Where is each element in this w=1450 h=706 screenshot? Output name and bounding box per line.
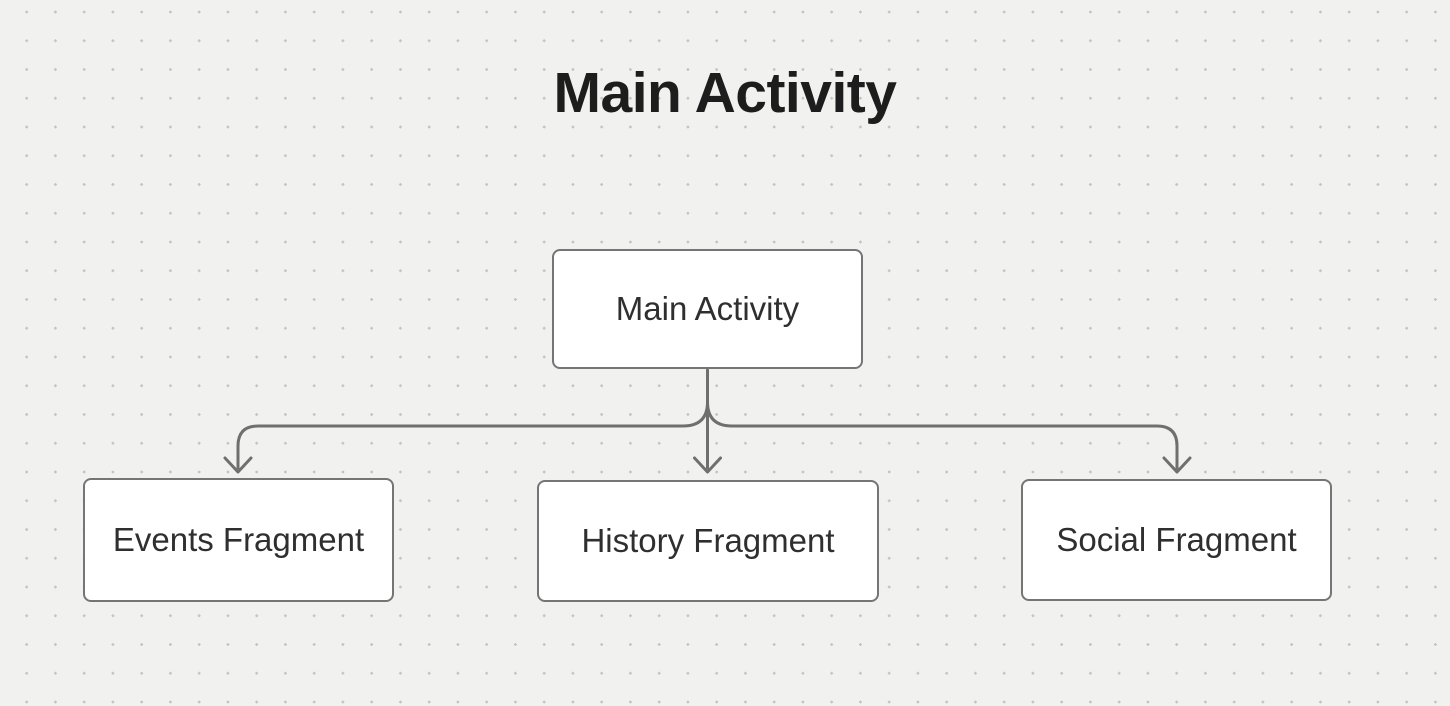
arrowhead-events-icon [223, 456, 253, 474]
edge-main-to-social [706, 400, 1192, 474]
arrowhead-history-icon [693, 456, 722, 474]
node-events-fragment[interactable]: Events Fragment [83, 478, 394, 602]
node-main-activity-label: Main Activity [615, 290, 800, 327]
edge-main-to-history [693, 368, 722, 474]
arrowhead-social-icon [1162, 456, 1192, 474]
edge-main-to-events [223, 400, 709, 474]
node-social-fragment-label: Social Fragment [1056, 521, 1297, 558]
node-social-fragment[interactable]: Social Fragment [1021, 479, 1332, 601]
node-events-fragment-label: Events Fragment [112, 521, 365, 558]
node-history-fragment-label: History Fragment [581, 522, 835, 559]
node-main-activity[interactable]: Main Activity [552, 249, 863, 369]
node-history-fragment[interactable]: History Fragment [537, 480, 879, 602]
page-title: Main Activity [553, 61, 897, 125]
